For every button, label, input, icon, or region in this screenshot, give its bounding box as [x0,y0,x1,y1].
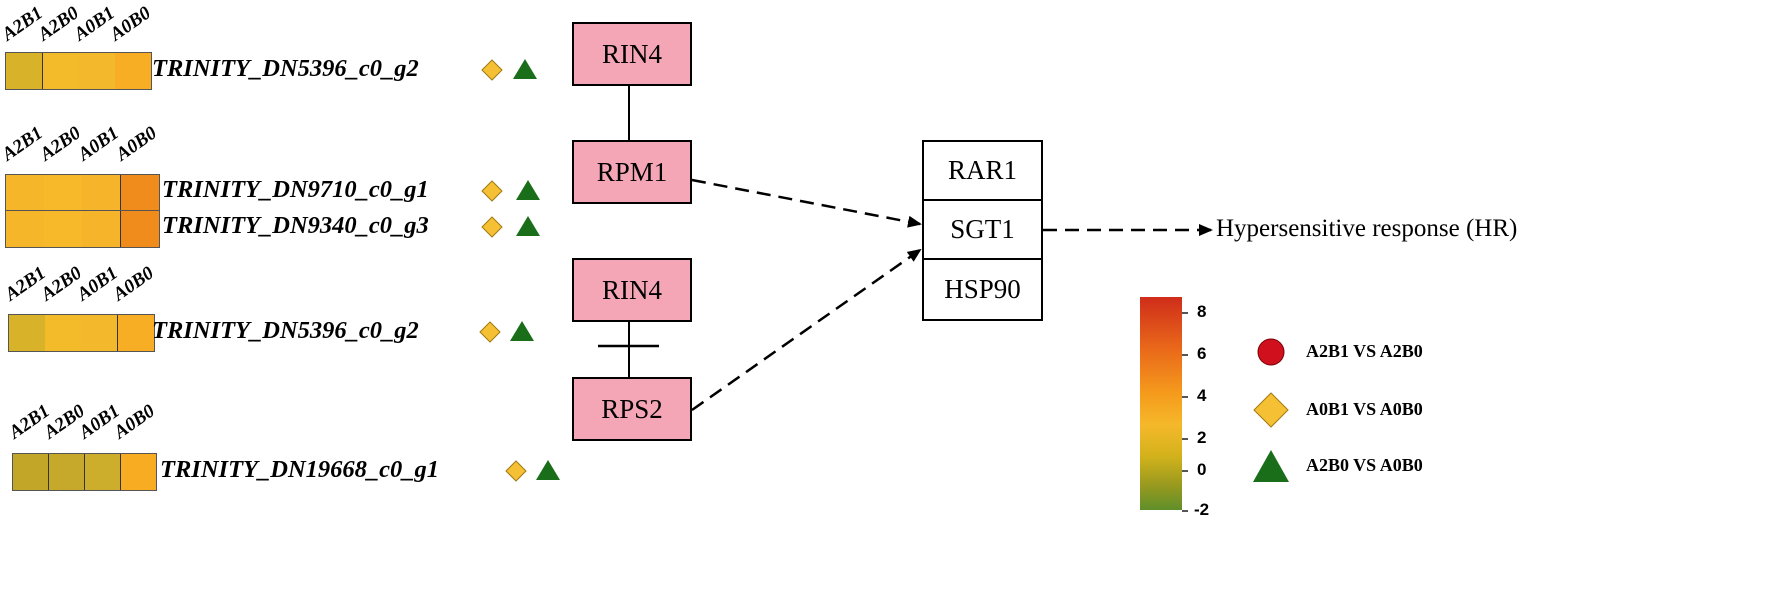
rps2-node: RPS2 [572,377,692,441]
rin4-bottom-node: RIN4 [572,258,692,322]
rar1-sgt1-hsp90-complex: RAR1 SGT1 HSP90 [922,140,1043,321]
color-scale-bar [1140,297,1182,510]
heatmap-cell [6,211,44,247]
color-scale-tick-label: 4 [1197,386,1207,405]
color-scale-tick-mark [1182,396,1188,398]
color-scale-tick-label: -2 [1194,500,1210,519]
diamond-marker-icon [481,59,503,81]
heatmap-cell [81,315,118,351]
color-scale-tick-mark [1182,470,1188,472]
triangle-marker-icon [513,59,537,79]
color-scale-tick-label: 2 [1197,428,1207,447]
heatmap-cell [45,315,81,351]
heatmap-cell [85,454,121,490]
triangle-marker-icon [516,216,540,236]
legend-label: A0B1 VS A0B0 [1306,399,1423,419]
hypersensitive-response-label: Hypersensitive response (HR) [1216,215,1518,242]
heatmap-row [12,453,157,491]
heatmap-cell [6,53,43,89]
legend-label: A2B0 VS A0B0 [1306,455,1423,475]
heatmap-cell [49,454,85,490]
heatmap-row [8,314,155,352]
diamond-marker-icon [479,321,501,343]
rpm1-node: RPM1 [572,140,692,204]
heatmap-cell [121,175,159,211]
heatmap-cell [115,53,151,89]
hsp90-node: HSP90 [944,274,1021,304]
heatmap-row [5,174,160,212]
heatmap-cell [44,175,82,211]
heatmap-cell [43,53,79,89]
gene-label: TRINITY_DN9710_c0_g1 [162,176,429,203]
heatmap-row [5,210,160,248]
legend-label: A2B1 VS A2B0 [1306,341,1423,361]
diamond-legend-icon [1253,392,1289,428]
heatmap-cell [13,454,49,490]
color-scale-tick-mark [1182,312,1188,314]
gene-label: TRINITY_DN9340_c0_g3 [162,212,429,239]
heatmap-cell [121,211,159,247]
heatmap-cell [82,175,121,211]
color-scale-tick-label: 0 [1197,460,1207,479]
color-scale-tick-mark [1182,510,1188,512]
sgt1-node: SGT1 [924,201,1041,260]
circle-legend-icon [1257,338,1285,366]
heatmap-cell [121,454,156,490]
color-scale-tick-mark [1182,354,1188,356]
triangle-legend-icon [1253,450,1289,482]
diamond-marker-icon [481,216,503,238]
triangle-marker-icon [536,460,560,480]
rin4-top-node: RIN4 [572,22,692,86]
rps2-to-complex-arrow [691,248,922,412]
gene-label: TRINITY_DN5396_c0_g2 [152,55,419,82]
triangle-marker-icon [516,180,540,200]
triangle-marker-icon [510,321,534,341]
color-scale-tick-mark [1182,438,1188,440]
color-scale-tick-label: 6 [1197,344,1207,363]
heatmap-cell [82,211,121,247]
gene-label: TRINITY_DN19668_c0_g1 [160,456,440,483]
diamond-marker-icon [481,180,503,202]
diamond-marker-icon [505,460,527,482]
heatmap-row [5,52,152,90]
heatmap-cell [44,211,82,247]
heatmap-cell [6,175,44,211]
heatmap-cell [79,53,115,89]
color-scale-tick-label: 8 [1197,302,1207,321]
gene-label: TRINITY_DN5396_c0_g2 [152,317,419,344]
rpm1-to-complex-arrow [691,178,922,228]
heatmap-cell [9,315,45,351]
heatmap-cell [118,315,154,351]
rar1-node: RAR1 [924,142,1041,201]
